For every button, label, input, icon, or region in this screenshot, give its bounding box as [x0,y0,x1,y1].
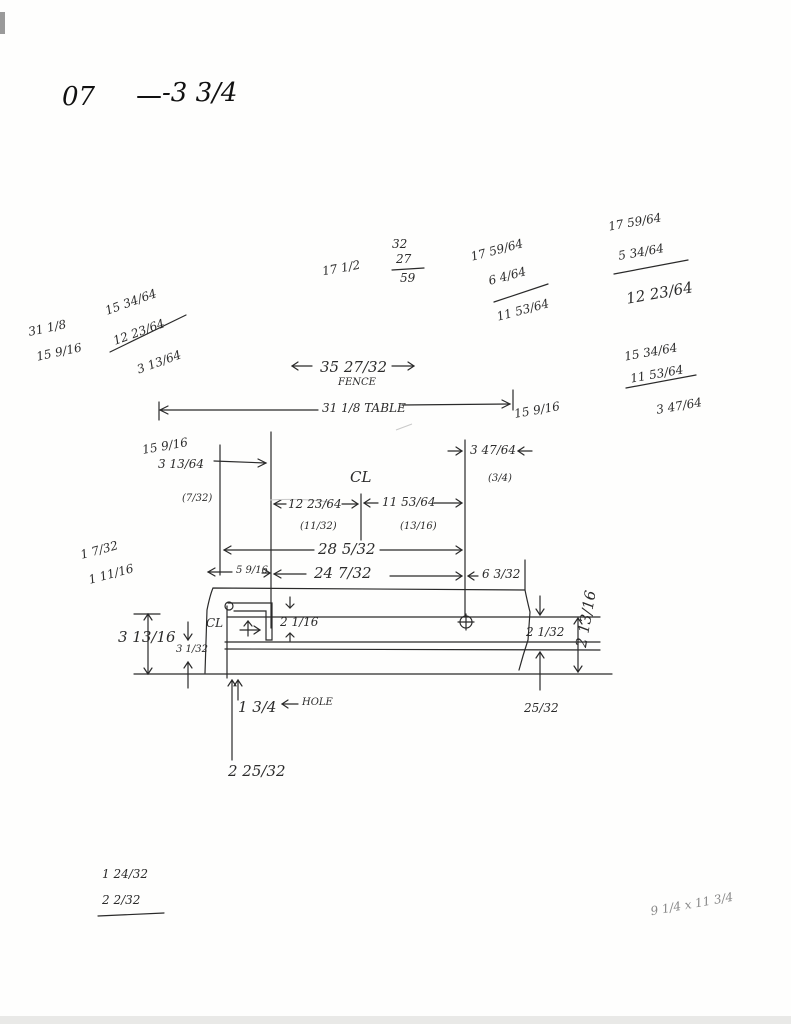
footer-sum-a: 1 24/32 [102,867,149,881]
overall-dimension: 28 5/32 [318,540,376,558]
mid-left-paren: (11/32) [300,521,337,532]
mid-right-paren: (13/16) [400,521,437,532]
calc-4-result: 59 [400,271,416,285]
row-left-dimension: 5 9/16 [236,565,268,576]
fence-dimension: 35 27/32 [320,358,388,376]
small-left-dimension: 3 1/32 [176,644,208,655]
scan-bottom-edge [0,1016,791,1024]
table-dimension: 31 1/8 TABLE [322,401,406,415]
row-right-dimension: 6 3/32 [482,567,521,581]
right-a-dimension: 2 1/32 [526,625,565,639]
cl-small-mark: CL [206,616,224,630]
left-paren: (7/32) [182,493,213,504]
slot-hole [224,601,234,611]
mid-right-dimension: 11 53/64 [382,495,436,509]
footer-sum-b: 2 2/32 [102,893,141,907]
header-right: -3 3/4 [162,78,238,108]
calc-rule-2 [109,314,187,353]
calc-rule-5 [493,283,549,303]
hole-label: HOLE [302,697,333,708]
slot-cutout [227,602,273,641]
fence-label: FENCE [338,377,376,388]
calc-4a: 32 [392,237,408,251]
footer-rule [97,912,165,917]
calc-4b: 27 [396,252,412,266]
calc-rule-7 [625,374,697,389]
header-left: 07 [62,82,96,112]
row-mid-dimension: 24 7/32 [314,564,372,582]
calc-rule-4 [391,267,425,271]
lower-dimension: 2 25/32 [228,762,286,780]
part-outline [204,587,531,674]
table-line-right [401,403,511,406]
slot-dimension: 2 1/16 [280,615,319,629]
right-paren: (3/4) [488,473,512,484]
hole-dimension: 1 3/4 [238,698,277,716]
mid-left-dimension: 12 23/64 [288,497,342,511]
groove-line-2 [224,648,601,651]
right-top-dimension: 3 47/64 [470,443,517,457]
scan-edge-mark [0,12,5,34]
calc-rule-6 [613,259,689,275]
height-left-dimension: 3 13/16 [118,628,176,646]
right-bottom-dimension: 25/32 [524,701,559,715]
left-top-b: 3 13/64 [158,457,205,471]
centerline-mark: CL [350,468,372,486]
